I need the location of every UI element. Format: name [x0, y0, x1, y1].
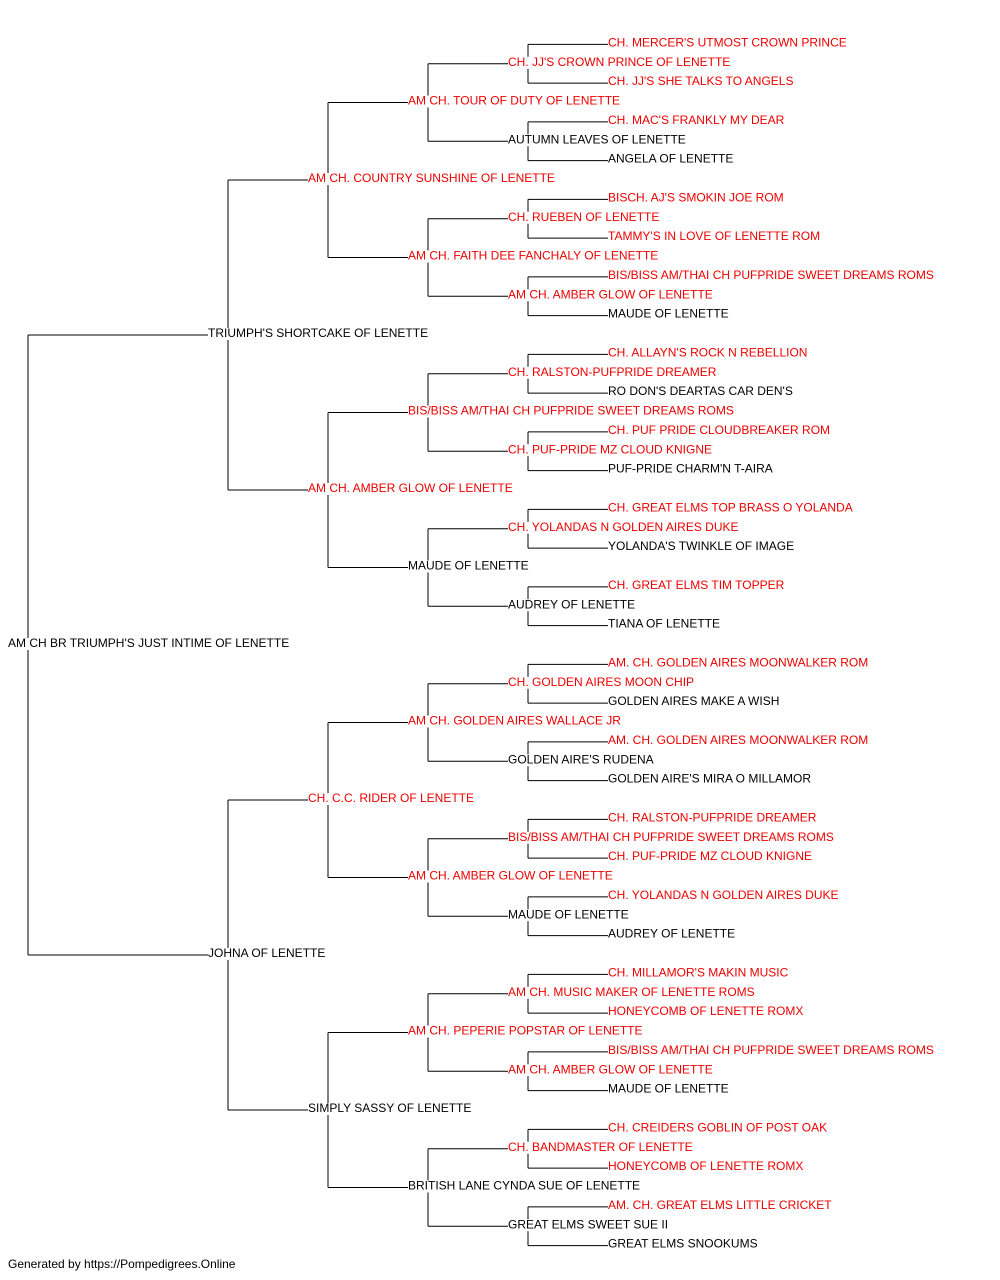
dam-gen4-name: GOLDEN AIRE'S RUDENA: [508, 752, 654, 766]
sire-gen2-name: AM CH. COUNTRY SUNSHINE OF LENETTE: [308, 171, 555, 185]
sire-gen4-name: CH. YOLANDAS N GOLDEN AIRES DUKE: [508, 520, 739, 534]
sire-gen5-name: CH. YOLANDAS N GOLDEN AIRES DUKE: [608, 888, 839, 902]
dam-gen5-name: MAUDE OF LENETTE: [608, 307, 729, 321]
dam-gen5-name: PUF-PRIDE CHARM'N T-AIRA: [608, 462, 773, 476]
dam-gen4-name: AM CH. AMBER GLOW OF LENETTE: [508, 287, 713, 301]
sire-gen5-name: CH. CREIDERS GOBLIN OF POST OAK: [608, 1120, 827, 1134]
dam-gen5-name: ANGELA OF LENETTE: [608, 152, 733, 166]
sire-gen4-name: CH. RALSTON-PUFPRIDE DREAMER: [508, 365, 717, 379]
dam-gen2-name: AM CH. AMBER GLOW OF LENETTE: [308, 481, 513, 495]
dam-gen5-name: TIANA OF LENETTE: [608, 617, 720, 631]
sire-gen5-name: CH. MILLAMOR'S MAKIN MUSIC: [608, 965, 789, 979]
dam-gen5-name: HONEYCOMB OF LENETTE ROMX: [608, 1159, 803, 1173]
sire-gen4-name: CH. BANDMASTER OF LENETTE: [508, 1140, 693, 1154]
sire-gen5-name: AM. CH. GOLDEN AIRES MOONWALKER ROM: [608, 655, 868, 669]
dam-gen5-name: YOLANDA'S TWINKLE OF IMAGE: [608, 539, 794, 553]
dam-gen2-name: SIMPLY SASSY OF LENETTE: [308, 1101, 471, 1115]
dam-gen5-name: CH. JJ'S SHE TALKS TO ANGELS: [608, 74, 793, 88]
dam-gen5-name: AUDREY OF LENETTE: [608, 927, 735, 941]
sire-gen5-name: AM. CH. GREAT ELMS LITTLE CRICKET: [608, 1198, 832, 1212]
sire-gen3-name: BIS/BISS AM/THAI CH PUFPRIDE SWEET DREAM…: [408, 404, 734, 418]
subject-name: AM CH BR TRIUMPH'S JUST INTIME OF LENETT…: [8, 636, 289, 650]
sire-gen5-name: CH. GREAT ELMS TIM TOPPER: [608, 578, 785, 592]
sire-gen4-name: CH. RUEBEN OF LENETTE: [508, 210, 659, 224]
sire-gen5-name: CH. ALLAYN'S ROCK N REBELLION: [608, 345, 807, 359]
sire-gen5-name: CH. MERCER'S UTMOST CROWN PRINCE: [608, 35, 847, 49]
dam-gen3-name: BRITISH LANE CYNDA SUE OF LENETTE: [408, 1179, 640, 1193]
dam-gen5-name: RO DON'S DEARTAS CAR DEN'S: [608, 384, 793, 398]
sire-gen4-name: AM CH. MUSIC MAKER OF LENETTE ROMS: [508, 985, 755, 999]
sire-gen5-name: BIS/BISS AM/THAI CH PUFPRIDE SWEET DREAM…: [608, 1043, 934, 1057]
sire-gen4-name: CH. JJ'S CROWN PRINCE OF LENETTE: [508, 55, 730, 69]
sire-gen5-name: AM. CH. GOLDEN AIRES MOONWALKER ROM: [608, 733, 868, 747]
sire-gen5-name: CH. RALSTON-PUFPRIDE DREAMER: [608, 810, 817, 824]
dam-gen5-name: MAUDE OF LENETTE: [608, 1082, 729, 1096]
footer-credit: Generated by https://Pompedigrees.Online: [8, 1257, 236, 1271]
sire-gen3-name: AM CH. GOLDEN AIRES WALLACE JR: [408, 714, 621, 728]
dam-gen4-name: AM CH. AMBER GLOW OF LENETTE: [508, 1062, 713, 1076]
dam-gen3-name: AM CH. FAITH DEE FANCHALY OF LENETTE: [408, 249, 658, 263]
dam-gen3-name: MAUDE OF LENETTE: [408, 559, 529, 573]
sire-gen1-name: TRIUMPH'S SHORTCAKE OF LENETTE: [208, 326, 428, 340]
dam-gen4-name: MAUDE OF LENETTE: [508, 907, 629, 921]
dam-gen5-name: CH. PUF-PRIDE MZ CLOUD KNIGNE: [608, 849, 812, 863]
dam-gen5-name: HONEYCOMB OF LENETTE ROMX: [608, 1004, 803, 1018]
sire-gen5-name: CH. MAC'S FRANKLY MY DEAR: [608, 113, 785, 127]
dam-gen5-name: GREAT ELMS SNOOKUMS: [608, 1237, 758, 1251]
sire-gen5-name: CH. PUF PRIDE CLOUDBREAKER ROM: [608, 423, 830, 437]
dam-gen3-name: AM CH. AMBER GLOW OF LENETTE: [408, 869, 613, 883]
dam-gen5-name: GOLDEN AIRE'S MIRA O MILLAMOR: [608, 772, 811, 786]
dam-gen5-name: TAMMY'S IN LOVE OF LENETTE ROM: [608, 229, 820, 243]
dam-gen1-name: JOHNA OF LENETTE: [208, 946, 325, 960]
sire-gen5-name: CH. GREAT ELMS TOP BRASS O YOLANDA: [608, 500, 853, 514]
sire-gen3-name: AM CH. TOUR OF DUTY OF LENETTE: [408, 94, 620, 108]
dam-gen4-name: AUTUMN LEAVES OF LENETTE: [508, 132, 686, 146]
sire-gen4-name: CH. GOLDEN AIRES MOON CHIP: [508, 675, 694, 689]
sire-gen3-name: AM CH. PEPERIE POPSTAR OF LENETTE: [408, 1024, 643, 1038]
sire-gen4-name: BIS/BISS AM/THAI CH PUFPRIDE SWEET DREAM…: [508, 830, 834, 844]
dam-gen4-name: CH. PUF-PRIDE MZ CLOUD KNIGNE: [508, 442, 712, 456]
sire-gen5-name: BIS/BISS AM/THAI CH PUFPRIDE SWEET DREAM…: [608, 268, 934, 282]
sire-gen2-name: CH. C.C. RIDER OF LENETTE: [308, 791, 474, 805]
dam-gen4-name: AUDREY OF LENETTE: [508, 597, 635, 611]
sire-gen5-name: BISCH. AJ'S SMOKIN JOE ROM: [608, 190, 784, 204]
dam-gen5-name: GOLDEN AIRES MAKE A WISH: [608, 694, 779, 708]
dam-gen4-name: GREAT ELMS SWEET SUE II: [508, 1217, 668, 1231]
